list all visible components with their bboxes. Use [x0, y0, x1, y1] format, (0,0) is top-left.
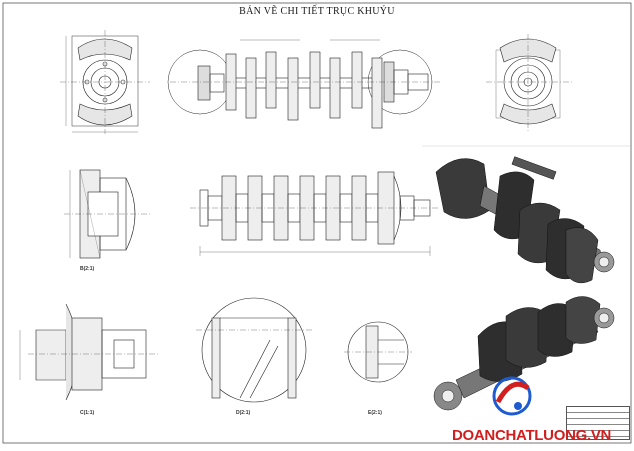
side-view-top: [167, 39, 440, 129]
caption-view-d: D(2:1): [236, 410, 251, 416]
title-block-row: [567, 425, 629, 431]
title-block: [566, 406, 630, 440]
section-view-b: [64, 169, 150, 259]
detail-view-d: [196, 297, 312, 403]
section-view-c: [19, 303, 160, 401]
caption-view-c: C(1:1): [80, 410, 95, 416]
title-block-row: [567, 407, 629, 413]
isometric-render-bottom: [433, 296, 615, 411]
title-block-row: [567, 431, 629, 437]
main-crankshaft-view: [190, 171, 440, 256]
end-view-right: [486, 34, 572, 132]
isometric-render-top: [435, 156, 615, 284]
brand-logo-icon: [492, 376, 532, 416]
detail-view-e: [344, 321, 412, 383]
caption-view-b: B(2:1): [80, 266, 95, 272]
drawing-frame: [2, 2, 632, 444]
title-block-row: [567, 419, 629, 425]
caption-view-e: E(2:1): [368, 410, 382, 416]
drawing-title: BẢN VẼ CHI TIẾT TRỤC KHUỶU: [239, 6, 395, 17]
end-view-left: [60, 30, 150, 134]
title-block-row: [567, 413, 629, 419]
watermark-text: DOANCHATLUONG.VN: [452, 427, 612, 444]
